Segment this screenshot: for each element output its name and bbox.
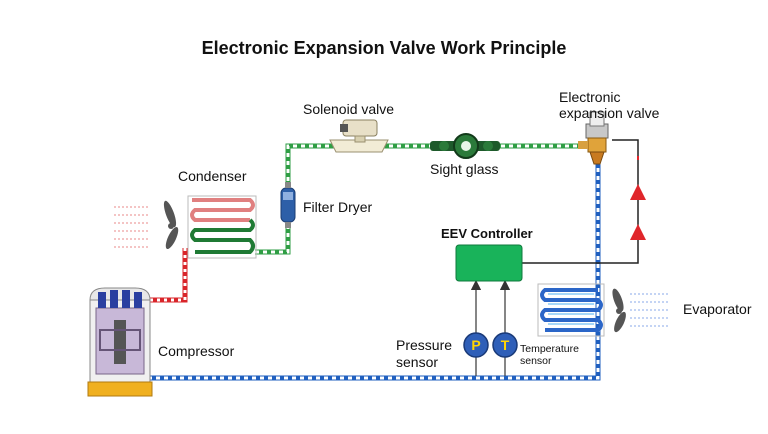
control-signal-wire xyxy=(522,139,646,264)
sight-glass-icon xyxy=(430,133,500,159)
filter-dryer-icon xyxy=(280,182,296,228)
temperature-sensor-label-line2: sensor xyxy=(520,355,552,367)
condenser-label: Condenser xyxy=(178,168,247,184)
compressor-icon xyxy=(87,287,153,397)
pressure-sensor-letter: P xyxy=(471,337,481,353)
hot-gas-line xyxy=(150,248,188,303)
solenoid-valve-label: Solenoid valve xyxy=(303,101,395,117)
eev-controller-box xyxy=(455,244,523,282)
evaporator-unit xyxy=(537,283,670,337)
sight-glass-label: Sight glass xyxy=(430,161,499,177)
condenser-unit xyxy=(114,195,257,259)
evaporator-fan-icon xyxy=(612,288,626,333)
compressor-label: Compressor xyxy=(158,343,235,359)
eev-controller-label: EEV Controller xyxy=(441,226,533,241)
temperature-sensor-letter: T xyxy=(500,337,510,353)
suction-line xyxy=(150,160,601,381)
filter-dryer-label: Filter Dryer xyxy=(303,199,373,215)
pressure-sensor-icon xyxy=(463,332,489,358)
electronic-expansion-valve-icon xyxy=(578,111,609,165)
eev-label-line1: Electronic xyxy=(559,89,621,105)
temperature-sensor-icon xyxy=(492,332,518,358)
evaporator-label: Evaporator xyxy=(683,301,752,317)
temperature-sensor-label-line1: Temperature xyxy=(520,343,579,355)
eev-label-line2: expansion valve xyxy=(559,105,660,121)
solenoid-valve-icon xyxy=(329,119,389,153)
diagram-title: Electronic Expansion Valve Work Principl… xyxy=(201,38,567,58)
pressure-sensor-label-line1: Pressure xyxy=(396,337,453,353)
sensor-signal-lines xyxy=(470,279,511,376)
pressure-sensor-label-line2: sensor xyxy=(396,354,439,370)
condenser-fan-icon xyxy=(163,200,179,250)
